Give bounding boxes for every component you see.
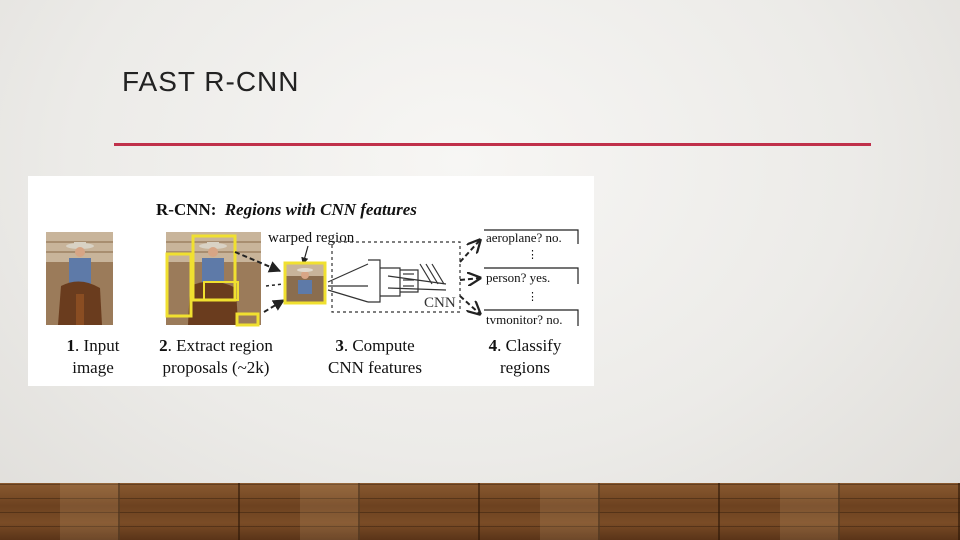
cnn-label: CNN (424, 295, 456, 311)
class-label-tvmonitor: tvmonitor? no. (486, 312, 563, 327)
title-underline (114, 143, 871, 146)
step-1-caption: 1. Input (67, 336, 120, 355)
class-arrow (459, 295, 480, 314)
dashed-arrow (265, 283, 284, 287)
rcnn-figure: R-CNN: Regions with CNN features (28, 176, 594, 386)
wood-floor (0, 483, 960, 540)
slide-title: FAST R-CNN (122, 66, 300, 97)
figure-heading: R-CNN: Regions with CNN features (156, 200, 417, 219)
input-image (46, 232, 113, 325)
dashed-arrow (234, 251, 282, 273)
step-2-subcaption: proposals (~2k) (163, 358, 270, 377)
proposal-box (165, 252, 193, 318)
class-ellipsis: ⋮ (527, 291, 538, 303)
step-3-caption: 3. Compute (335, 336, 414, 355)
warped-region-label: warped region (268, 230, 355, 246)
class-label-aeroplane: aeroplane? no. (486, 230, 562, 245)
heading-prefix: R-CNN: (156, 200, 216, 219)
step-3-subcaption: CNN features (328, 358, 422, 377)
class-ellipsis: ⋮ (527, 249, 538, 261)
class-arrow (459, 278, 480, 280)
proposals-image (165, 232, 261, 327)
class-label-person: person? yes. (486, 270, 550, 285)
proposal-box (235, 312, 260, 327)
class-list: aeroplane? no. ⋮ person? yes. ⋮ tvmonito… (484, 229, 579, 327)
cnn-schematic (327, 241, 461, 313)
proposal-box (203, 281, 239, 301)
warped-pointer (301, 245, 309, 265)
rcnn-diagram: R-CNN: Regions with CNN features (46, 200, 579, 377)
step-1-subcaption: image (72, 358, 114, 377)
class-arrow (459, 240, 480, 263)
step-2-caption: 2. Extract region (159, 336, 273, 355)
heading-italic: Regions with CNN features (224, 200, 418, 219)
warped-region-image (283, 261, 327, 305)
step-4-subcaption: regions (500, 358, 550, 377)
dashed-arrow (263, 299, 286, 313)
step-4-caption: 4. Classify (489, 336, 562, 355)
